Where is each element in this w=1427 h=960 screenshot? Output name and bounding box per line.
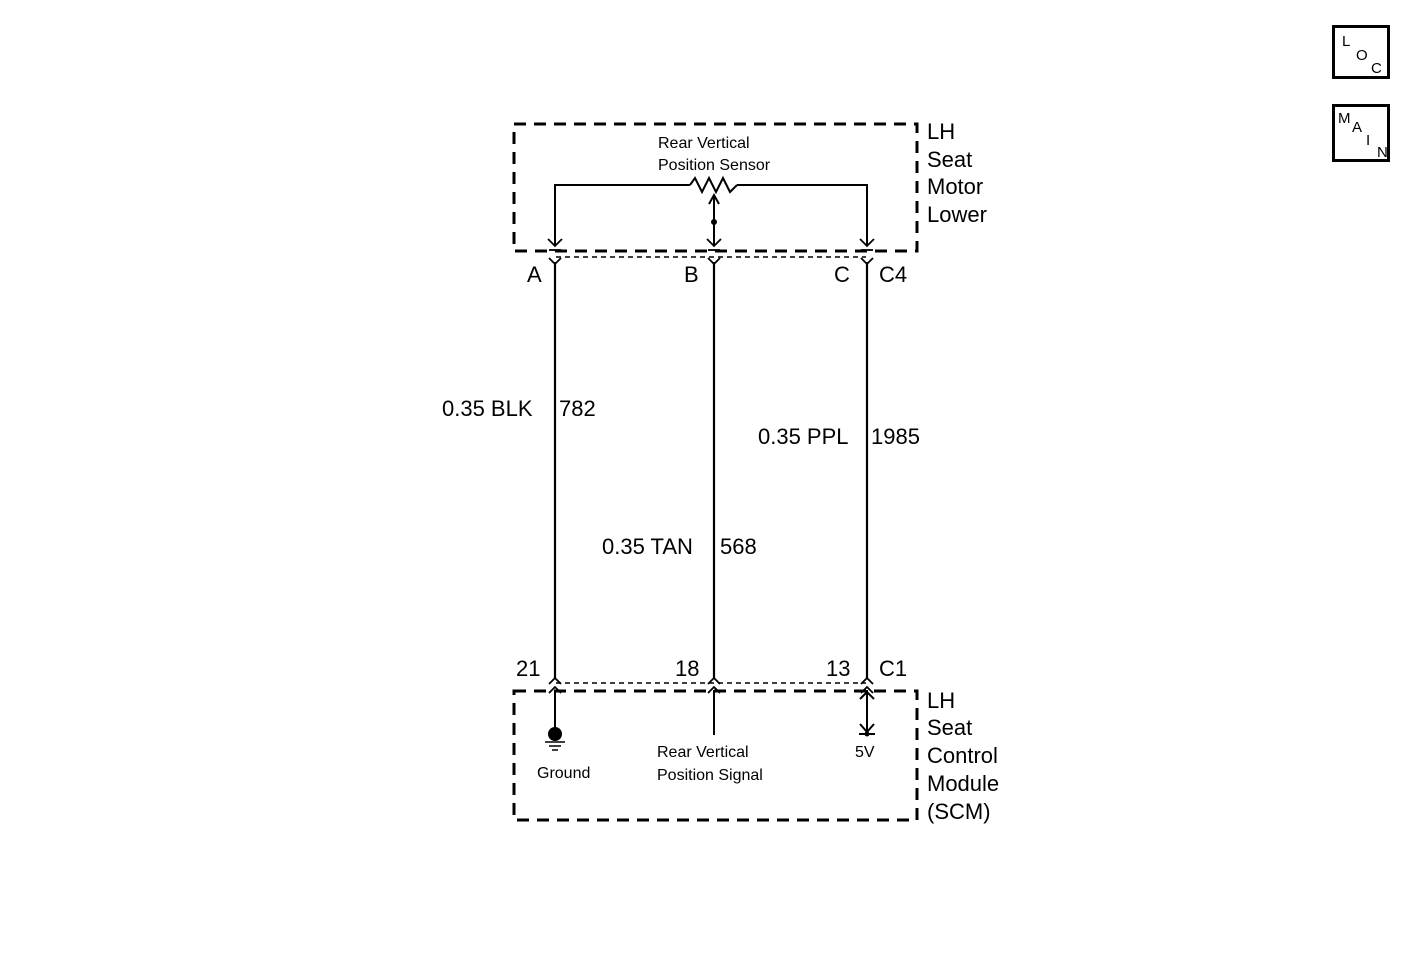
connector-c1-label: C1 — [879, 656, 907, 681]
upper-component-name: LH Seat Motor Lower — [927, 119, 987, 227]
main-letter-n: N — [1377, 144, 1388, 161]
upper-name-line-3: Motor — [927, 174, 983, 199]
upper-name-line-4: Lower — [927, 202, 987, 227]
loc-letter-c: C — [1371, 60, 1382, 77]
sensor-label-line-1: Rear Vertical — [658, 135, 750, 152]
wire-1-color-label: 0.35 BLK — [442, 396, 533, 421]
pin-b-arrow-icon — [706, 238, 722, 248]
pin-c-label: C — [834, 262, 850, 287]
loc-button[interactable]: L O C — [1332, 25, 1390, 79]
seat-control-module-box — [512, 689, 919, 822]
wire-3-circuit-label: 1985 — [871, 424, 920, 449]
connector-c4-label: C4 — [879, 262, 907, 287]
pin-13-label: 13 — [826, 656, 850, 681]
pin-18-label: 18 — [675, 656, 699, 681]
signal-label-line-1: Rear Vertical — [657, 744, 749, 761]
loc-letter-o: O — [1356, 47, 1368, 64]
wire-1-circuit-label: 782 — [559, 396, 596, 421]
lower-component-name: LH Seat Control Module (SCM) — [927, 688, 999, 824]
lower-name-line-5: (SCM) — [927, 799, 991, 824]
lower-name-line-1: LH — [927, 688, 955, 713]
supply-5v-label: 5V — [855, 744, 875, 761]
sensor-label-line-2: Position Sensor — [658, 157, 771, 174]
pin-c-arrow-icon — [859, 238, 875, 248]
ground-icon — [545, 741, 565, 751]
main-letter-a: A — [1352, 119, 1363, 136]
wire-2-circuit-label: 568 — [720, 534, 757, 559]
main-letter-i: I — [1366, 132, 1371, 149]
lower-name-line-2: Seat — [927, 715, 972, 740]
lower-name-line-3: Control — [927, 743, 998, 768]
pin-b-label: B — [684, 262, 699, 287]
pin-a-label: A — [527, 262, 542, 287]
upper-name-line-1: LH — [927, 119, 955, 144]
seat-motor-lower-box — [512, 122, 919, 253]
wire-2-color-label: 0.35 TAN — [602, 534, 693, 559]
wire-3-color-label: 0.35 PPL — [758, 424, 849, 449]
ground-label: Ground — [537, 765, 590, 782]
pin-a-arrow-icon — [547, 238, 563, 248]
upper-name-line-2: Seat — [927, 147, 972, 172]
wiper-dot — [711, 219, 717, 225]
ground-node-dot — [548, 727, 562, 741]
signal-label-line-2: Position Signal — [657, 767, 763, 784]
pin-21-label: 21 — [516, 656, 540, 681]
main-button[interactable]: M A I N — [1332, 104, 1390, 162]
supply-node-dot — [864, 731, 870, 737]
sensor-internal-wiring — [554, 175, 868, 246]
resistor-symbol — [689, 175, 738, 195]
loc-letter-l: L — [1342, 33, 1351, 50]
main-letter-m: M — [1338, 110, 1351, 127]
lower-name-line-4: Module — [927, 771, 999, 796]
